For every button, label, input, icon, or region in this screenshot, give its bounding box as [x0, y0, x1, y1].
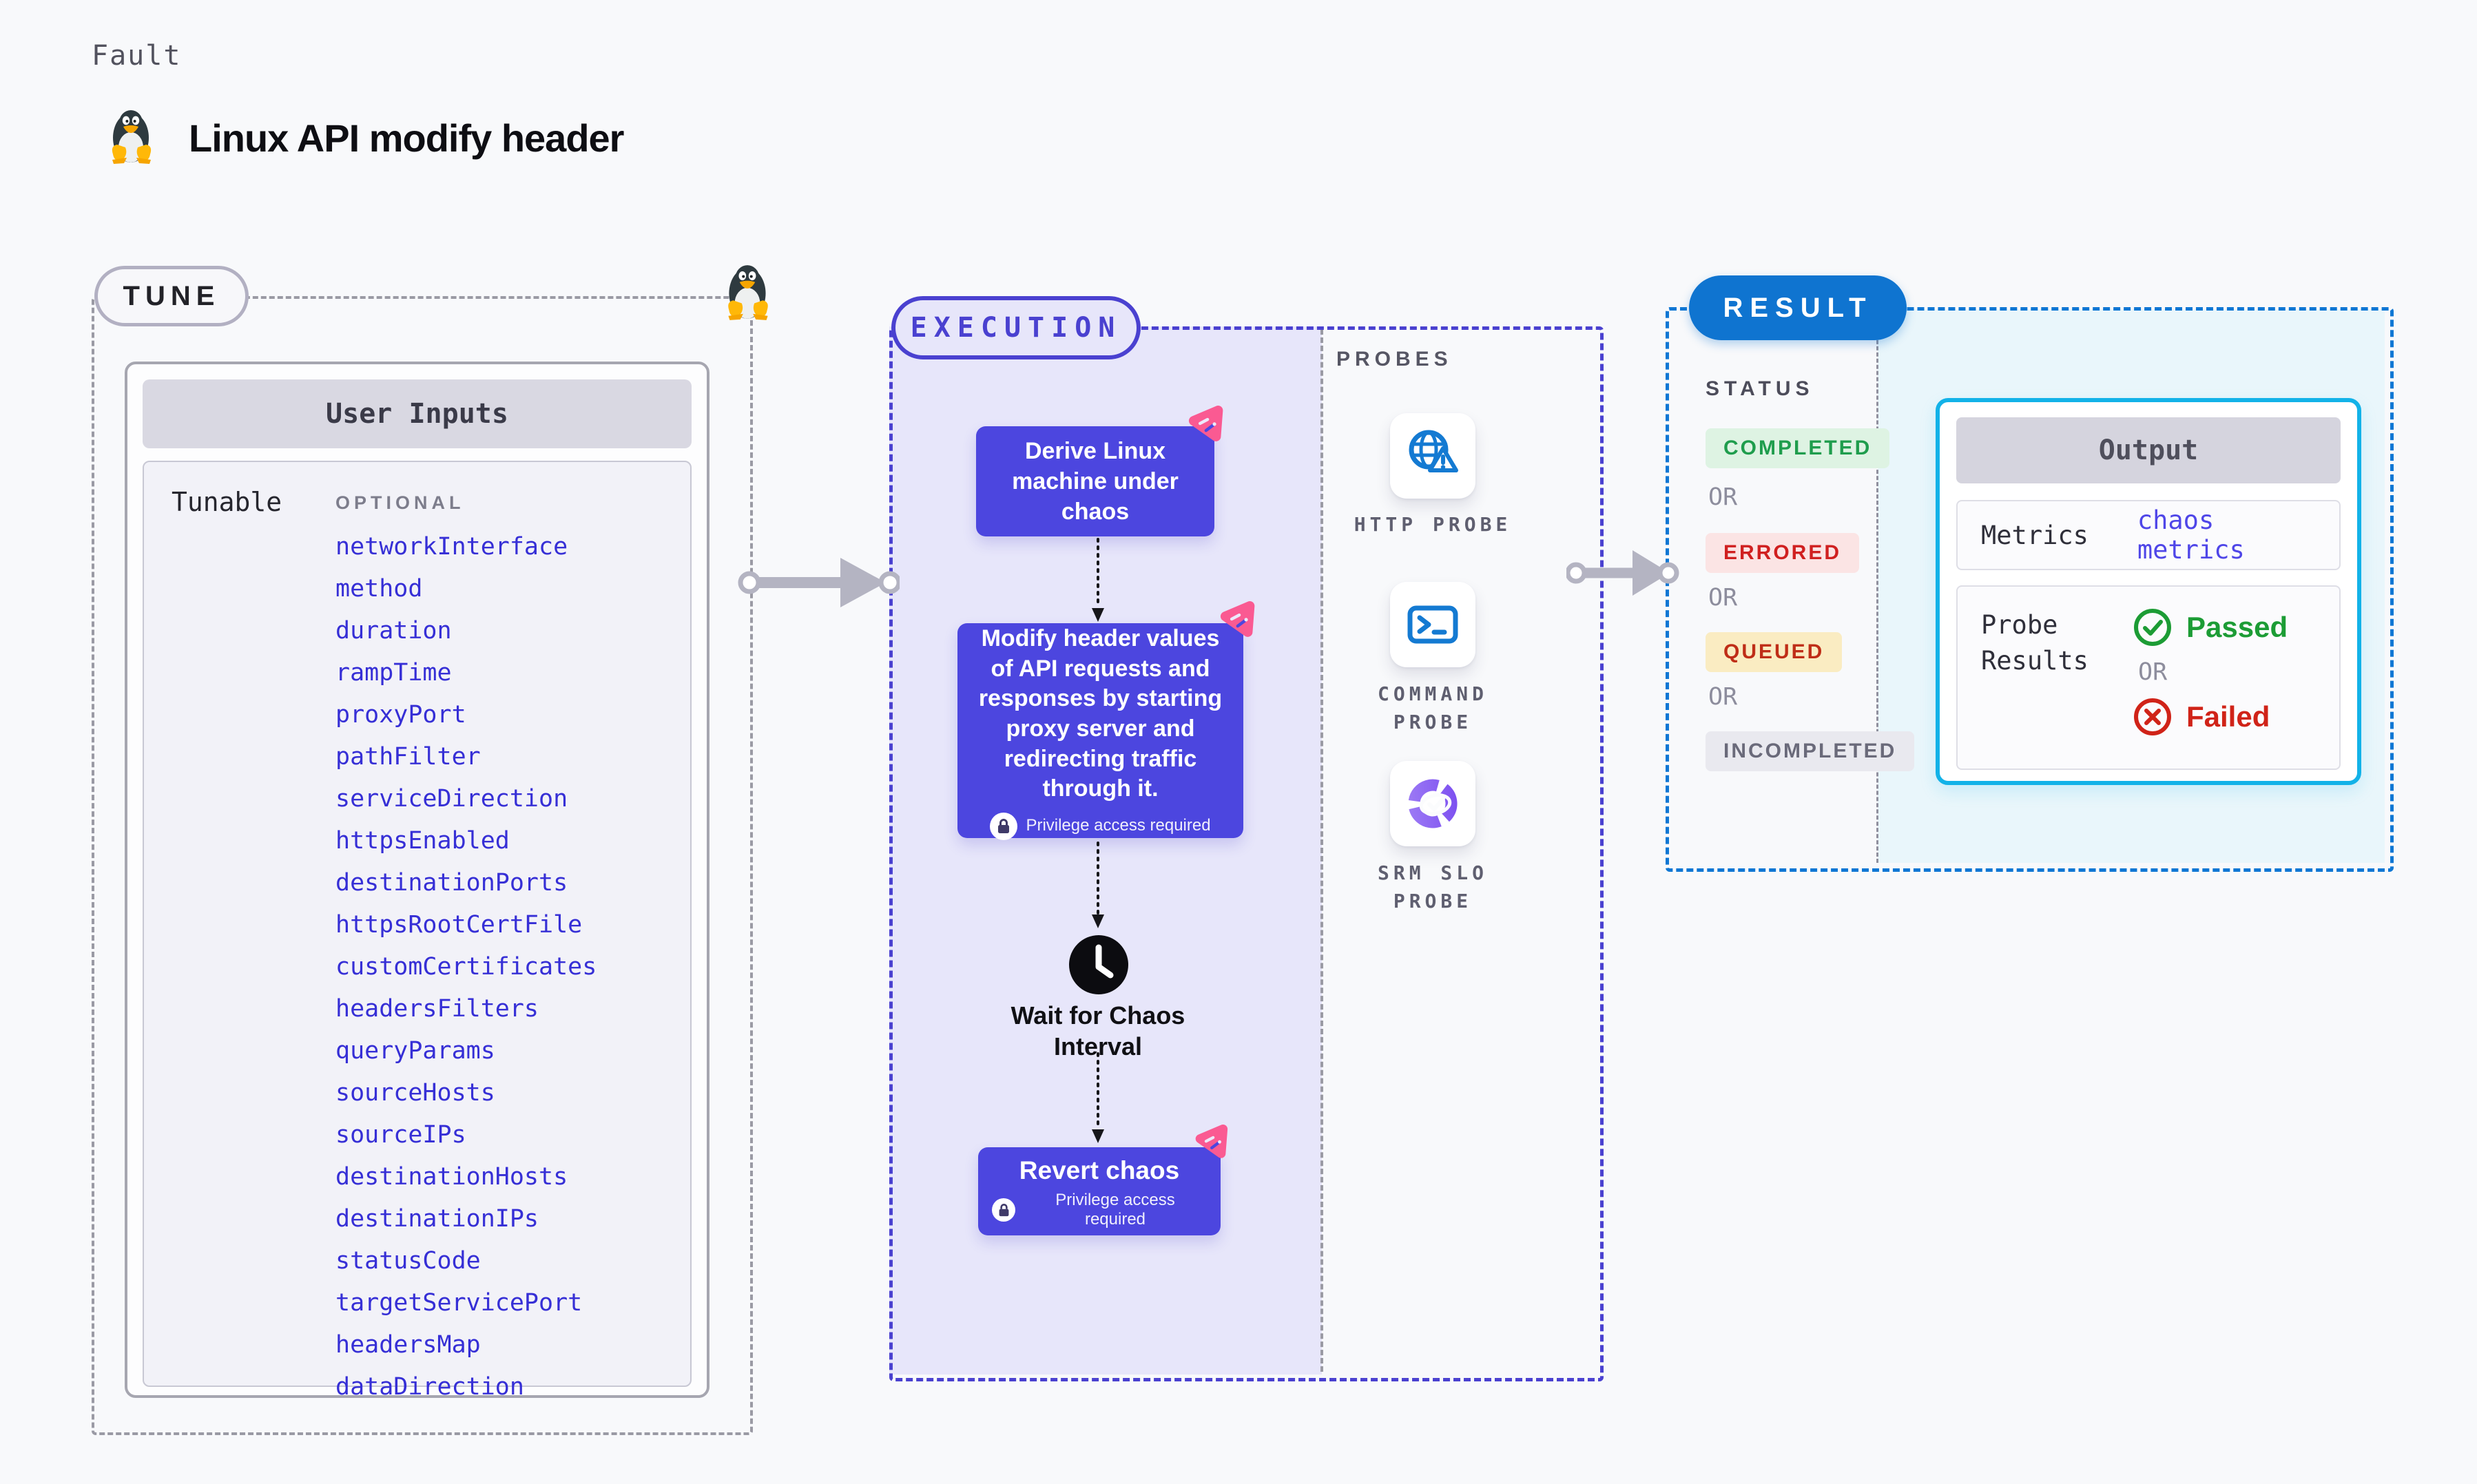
probe-outcomes: Passed OR Failed [2133, 607, 2288, 748]
status-badge-incompleted: INCOMPLETED [1706, 731, 1915, 771]
metrics-row: Metrics chaos metrics [1956, 500, 2341, 570]
check-circle-icon [2134, 609, 2171, 646]
slo-pie-icon [1408, 779, 1458, 828]
tunable-param-link[interactable]: sourceIPs [335, 1120, 466, 1149]
http-probe-label: HTTP PROBE [1354, 513, 1512, 536]
step-derive-text: Derive Linux machine under chaos [1012, 437, 1179, 525]
step-inject-chaos: Modify header values of API requests and… [957, 623, 1243, 840]
lock-icon [990, 812, 1018, 840]
tunable-param-link[interactable]: httpsEnabled [335, 826, 510, 855]
tux-penguin-icon [112, 110, 152, 164]
or-separator: OR [1708, 683, 1738, 711]
tunable-param-link[interactable]: serviceDirection [335, 784, 568, 813]
tunable-param-link[interactable]: headersMap [335, 1330, 481, 1359]
status-badge-completed: COMPLETED [1706, 428, 1890, 468]
chaos-metrics-link[interactable]: chaos metrics [2137, 505, 2245, 565]
tunable-param-link[interactable]: networkInterface [335, 532, 568, 561]
privilege-note: Privilege access required [1055, 1191, 1175, 1229]
tunable-param-link[interactable]: targetServicePort [335, 1288, 583, 1317]
tunable-param-link[interactable]: sourceHosts [335, 1078, 495, 1107]
wait-step-label: Wait for Chaos Interval [1011, 1001, 1185, 1060]
passed-label: Passed [2186, 611, 2288, 643]
step-inject-text: Modify header values of API requests and… [978, 625, 1223, 802]
metrics-label: Metrics [1981, 520, 2089, 550]
flow-connector [1092, 538, 1104, 622]
outcome-passed: Passed [2133, 607, 2288, 647]
tunable-param-link[interactable]: statusCode [335, 1246, 481, 1275]
srm-slo-probe-card[interactable] [1390, 761, 1475, 846]
chaos-fault-icon [1220, 601, 1255, 637]
status-badge-queued: QUEUED [1706, 632, 1843, 672]
fault-kicker: Fault [92, 40, 182, 72]
srm-slo-probe-label: SRM SLO PROBE [1377, 861, 1488, 912]
http-probe-card[interactable] [1390, 413, 1475, 499]
terminal-icon [1407, 605, 1458, 644]
lock-icon [992, 1198, 1015, 1222]
tunable-label: Tunable [172, 487, 282, 517]
result-region-border [1666, 307, 2394, 872]
tux-penguin-corner-icon [728, 265, 768, 320]
tunable-param-link[interactable]: destinationIPs [335, 1204, 539, 1233]
tune-section-pill: TUNE [94, 266, 249, 326]
privilege-note: Privilege access required [1026, 816, 1211, 835]
tunable-param-link[interactable]: proxyPort [335, 700, 466, 729]
tunable-param-link[interactable]: pathFilter [335, 742, 481, 771]
status-column-label: STATUS [1706, 377, 1814, 400]
tunable-panel: Tunable OPTIONAL networkInterface method… [143, 461, 692, 1401]
clock-icon [1069, 935, 1128, 994]
probe-results-label: Probe Results [1981, 610, 2089, 676]
chaos-fault-icon [1188, 406, 1223, 441]
user-inputs-card: User Inputs Tunable OPTIONAL networkInte… [125, 362, 709, 1401]
or-separator: OR [1708, 483, 1738, 511]
output-header: Output [1956, 417, 2341, 483]
tunable-param-link[interactable]: destinationHosts [335, 1162, 568, 1191]
page-title: Linux API modify header [189, 116, 624, 160]
flow-connector [1092, 1052, 1104, 1143]
status-badge-errored: ERRORED [1706, 533, 1860, 573]
probe-results-row: Probe Results Passed OR Failed [1956, 585, 2341, 770]
probes-to-result-arrow [1566, 550, 1679, 596]
tunable-param-link[interactable]: customCertificates [335, 952, 597, 981]
output-card: Output Metrics chaos metrics Probe Resul… [1936, 398, 2361, 785]
step-derive-machine: Derive Linux machine under chaos [976, 426, 1214, 536]
flow-connector [1092, 842, 1104, 928]
tunable-param-link[interactable]: destinationPorts [335, 868, 568, 897]
step-revert-text: Revert chaos [1019, 1156, 1180, 1184]
tunable-param-link[interactable]: dataDirection [335, 1372, 524, 1401]
execution-section-pill: EXECUTION [891, 296, 1141, 359]
command-probe-card[interactable] [1390, 582, 1475, 667]
globe-alert-icon [1409, 430, 1458, 472]
tune-region-border [92, 296, 753, 1435]
step-revert-chaos: Revert chaos Privilege access required [978, 1147, 1221, 1235]
execution-region-border [889, 326, 1604, 1381]
or-separator: OR [1708, 584, 1738, 612]
x-circle-icon [2134, 698, 2171, 735]
privilege-row: Privilege access required [992, 1191, 1207, 1229]
privilege-row: Privilege access required [990, 812, 1211, 840]
chaos-fault-icon [1195, 1124, 1228, 1158]
tunable-param-link[interactable]: httpsRootCertFile [335, 910, 583, 939]
tunable-param-link[interactable]: duration [335, 616, 452, 645]
execution-probes-divider [1320, 329, 1323, 1372]
command-probe-label: COMMAND PROBE [1377, 682, 1488, 733]
tunable-param-list: networkInterface method duration rampTim… [335, 525, 666, 1408]
outcome-failed: Failed [2133, 697, 2288, 737]
tunable-param-link[interactable]: rampTime [335, 658, 452, 687]
tunable-param-link[interactable]: queryParams [335, 1036, 495, 1065]
optional-label: OPTIONAL [335, 492, 465, 513]
tune-to-execution-arrow [738, 558, 900, 607]
tunable-param-link[interactable]: method [335, 574, 423, 603]
probes-label: PROBES [1336, 348, 1453, 370]
tunable-param-link[interactable]: headersFilters [335, 994, 539, 1023]
user-inputs-header: User Inputs [143, 379, 692, 448]
or-separator: OR [2138, 658, 2168, 686]
result-status-divider [1876, 309, 1878, 863]
result-section-pill: RESULT [1689, 275, 1907, 340]
failed-label: Failed [2186, 700, 2270, 733]
